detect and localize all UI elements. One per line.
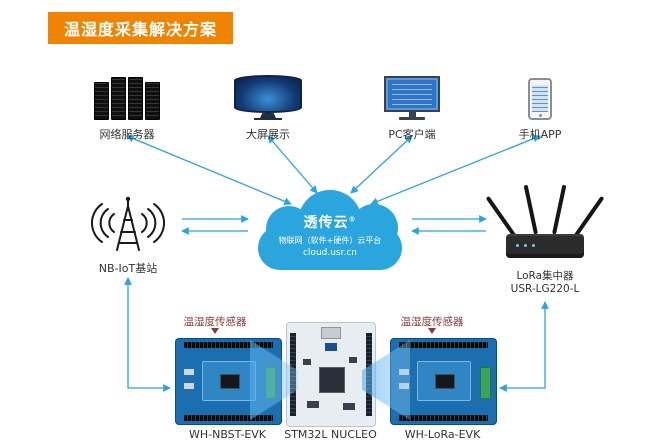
smartphone-screen (532, 85, 548, 112)
board-label: WH-LoRa-EVK (404, 428, 481, 441)
router-antenna (523, 184, 538, 235)
pin-header (399, 415, 488, 421)
pcb-component (184, 369, 194, 375)
pcb-component (343, 403, 355, 410)
link-pc-cloud (350, 135, 413, 194)
router-led (524, 244, 527, 247)
link-lora-board (499, 301, 549, 392)
cloud-platform: 透传云® 物联网（软件+硬件）云平台 cloud.usr.cn (252, 188, 408, 282)
router-led (532, 244, 535, 247)
pin-header (184, 415, 273, 421)
node-nbiot-station: NB-IoT基站 (88, 196, 168, 276)
server-tower (94, 82, 109, 120)
router-antenna (572, 195, 605, 240)
curved-display-icon (234, 74, 302, 120)
sensor-module (417, 361, 471, 401)
monitor-base (399, 117, 425, 120)
sensor-chip (435, 374, 455, 389)
mcu-chip (319, 367, 345, 393)
desktop-monitor-icon (384, 74, 440, 120)
link-display-cloud (267, 135, 318, 194)
page-title: 温湿度采集解决方案 (64, 20, 218, 39)
cloud-url: cloud.usr.cn (302, 248, 357, 258)
curved-display-shape (234, 75, 302, 120)
monitor-content-lines (392, 84, 432, 105)
node-label: NB-IoT基站 (98, 262, 158, 275)
antenna-tower-icon (90, 196, 166, 251)
device-phone-app: 手机APP (500, 74, 580, 142)
curved-display-panel (234, 75, 302, 113)
curved-display-base (254, 118, 282, 120)
device-label: 网络服务器 (99, 128, 155, 141)
device-big-screen: 大屏展示 (228, 74, 308, 142)
desktop-monitor-shape (384, 76, 440, 120)
server-rack-icon (94, 74, 160, 120)
title-banner: 温湿度采集解决方案 (48, 12, 234, 44)
terminal-block (480, 367, 491, 399)
device-label: PC客户端 (388, 128, 436, 141)
link-nbiot-board (124, 277, 171, 392)
router-body (506, 234, 584, 258)
cloud-subtitle: 物联网（软件+硬件）云平台 (278, 236, 382, 245)
usb-connector (321, 327, 341, 339)
cloud-name: 透传云® (303, 215, 357, 231)
smartphone-icon (528, 74, 552, 120)
sensor-arrow-left (211, 328, 219, 334)
server-rack-towers (94, 77, 160, 120)
sensor-label-left: 温湿度传感器 (183, 316, 247, 328)
board-label: WH-NBST-EVK (188, 428, 267, 441)
registered-mark: ® (348, 215, 357, 224)
sensor-module (202, 361, 256, 401)
cloud-base (258, 226, 402, 270)
node-label: LoRa集中器 (516, 270, 574, 282)
pcb-component (349, 357, 357, 363)
server-tower (111, 77, 126, 120)
smartphone-home-button (538, 114, 542, 117)
sensor-chip (220, 374, 240, 389)
monitor-panel (384, 76, 440, 112)
router-antenna (485, 195, 518, 240)
pin-header (184, 342, 273, 348)
server-tower (145, 82, 160, 120)
monitor-neck (408, 112, 416, 117)
pin-header (399, 342, 488, 348)
device-pc-client: PC客户端 (372, 74, 452, 142)
board-label: STM32L NUCLEO (284, 428, 377, 441)
curved-display-stand (260, 113, 276, 118)
pcb-component (307, 401, 319, 408)
pcb-component (303, 359, 311, 365)
cloud-text: 透传云® 物联网（软件+硬件）云平台 cloud.usr.cn (252, 212, 408, 258)
smartphone-shape (528, 78, 552, 120)
router-led (516, 244, 519, 247)
sensor-label-right: 温湿度传感器 (400, 316, 464, 328)
lora-router-icon (485, 176, 605, 266)
lora-router-label: LoRa集中器 USR-LG220-L (492, 270, 598, 296)
jumper-block (325, 343, 337, 351)
device-label: 大屏展示 (246, 128, 290, 141)
node-model: USR-LG220-L (510, 283, 580, 296)
sensor-arrow-right (428, 328, 436, 334)
device-network-server: 网络服务器 (87, 74, 167, 142)
device-label: 手机APP (518, 128, 562, 141)
server-tower (128, 77, 143, 120)
router-antenna (552, 184, 567, 235)
pcb-component (184, 383, 194, 389)
